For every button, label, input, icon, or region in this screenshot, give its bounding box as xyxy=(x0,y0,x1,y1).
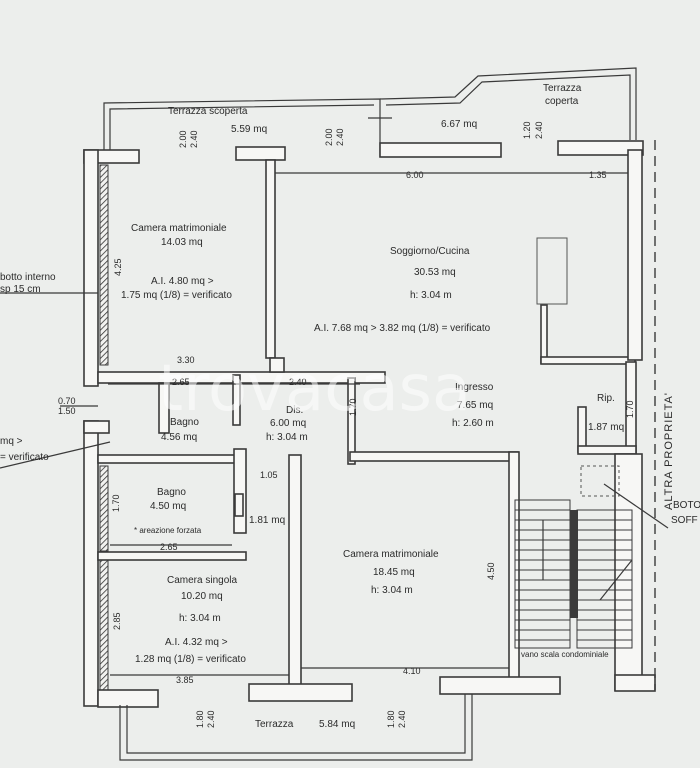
room-area: 5.84 mq xyxy=(319,719,355,730)
dim-070: 0.70 xyxy=(58,396,76,406)
ripostiglio-labels: Rip. 1.87 mq 1.70 xyxy=(588,393,635,433)
svg-text:trovacasa: trovacasa xyxy=(158,352,471,426)
dim-285: 2.85 xyxy=(112,612,122,630)
dim-170-rip: 1.70 xyxy=(625,400,635,418)
dim-410: 4.10 xyxy=(403,666,421,676)
room-name: Dis. xyxy=(286,405,303,416)
camera-matrimoniale-1-labels: Camera matrimoniale 14.03 mq A.I. 4.80 m… xyxy=(113,223,232,301)
room-area: 4.50 mq xyxy=(150,501,186,512)
dim-150: 1.50 xyxy=(58,406,76,416)
camera-singola-labels: Camera singola 10.20 mq h: 3.04 m A.I. 4… xyxy=(110,575,289,685)
note-line-1: botto interno xyxy=(0,272,56,283)
room-name: Ingresso xyxy=(455,382,494,393)
room-ai-check: 1.75 mq (1/8) = verificato xyxy=(121,290,232,301)
note-line-3: mq > xyxy=(0,436,23,447)
walls xyxy=(83,67,656,761)
dim-425: 4.25 xyxy=(113,258,123,276)
dim-200-a: 2.00 xyxy=(178,130,188,148)
dim-170-dis: 1.70 xyxy=(348,398,358,416)
dim-120: 1.20 xyxy=(522,121,532,139)
room-note: * areazione forzata xyxy=(134,526,202,535)
soff-label: SOFF xyxy=(671,515,698,526)
room-area: 6.00 mq xyxy=(270,418,306,429)
left-notes: botto interno sp 15 cm mq > = verificato xyxy=(0,272,56,463)
camera-matrimoniale-2-labels: Camera matrimoniale 18.45 mq h: 3.04 m 4… xyxy=(301,549,509,676)
vano-scala-label: vano scala condominiale xyxy=(521,650,609,659)
closet-labels: 1.81 mq 1.05 xyxy=(249,470,285,526)
dim-180-b: 1.80 xyxy=(386,710,396,728)
room-height: h: 2.60 m xyxy=(452,418,494,429)
room-area: 10.20 mq xyxy=(181,591,223,602)
top-terrace-labels: Terrazza scoperta 5.59 mq 2.00 2.40 2.00… xyxy=(168,83,582,148)
dim-200-b: 2.00 xyxy=(324,128,334,146)
room-area: 4.56 mq xyxy=(161,432,197,443)
terrazza-bottom-labels: Terrazza 5.84 mq 1.80 2.40 1.80 2.40 xyxy=(195,710,407,730)
dim-385: 3.85 xyxy=(176,675,194,685)
dim-450: 4.50 xyxy=(486,562,496,580)
soggiorno-labels: Soggiorno/Cucina 30.53 mq h: 3.04 m A.I.… xyxy=(275,170,628,334)
boto-label: BOTO xyxy=(673,500,700,511)
dim-240: 2.40 xyxy=(289,377,307,387)
room-ai: A.I. 4.80 mq > xyxy=(151,276,214,287)
room-area: 18.45 mq xyxy=(373,567,415,578)
bagno-1-labels: Bagno 4.56 mq xyxy=(161,417,199,443)
dim-240-e: 2.40 xyxy=(397,710,407,728)
dim-240-b: 2.40 xyxy=(335,128,345,146)
dim-135: 1.35 xyxy=(589,170,607,180)
room-name: Soggiorno/Cucina xyxy=(390,246,470,257)
room-ai-check: 1.28 mq (1/8) = verificato xyxy=(135,654,246,665)
right-notes: ALTRA PROPRIETA' BOTO SOFF vano scala co… xyxy=(521,392,700,659)
room-area: 1.87 mq xyxy=(588,422,624,433)
altra-proprieta-label: ALTRA PROPRIETA' xyxy=(663,392,675,510)
room-area: 1.81 mq xyxy=(249,515,285,526)
terrazza-scoperta-label: Terrazza scoperta xyxy=(168,106,248,117)
dim-265-bagno: 2.65 xyxy=(160,542,178,552)
dimension-labels: 3.30 2.65 2.40 0.70 1.50 xyxy=(58,355,307,416)
room-height: h: 3.04 m xyxy=(371,585,413,596)
leader-lines xyxy=(0,292,669,529)
room-name: Bagno xyxy=(157,487,186,498)
note-line-2: sp 15 cm xyxy=(0,284,41,295)
terrazza-coperta-area: 6.67 mq xyxy=(441,119,477,130)
room-name: Terrazza xyxy=(255,719,294,730)
dim-240-c: 2.40 xyxy=(534,121,544,139)
room-ai: A.I. 7.68 mq > 3.82 mq (1/8) = verificat… xyxy=(314,323,491,334)
dim-240-d: 2.40 xyxy=(206,710,216,728)
bagno-2-labels: Bagno 4.50 mq * areazione forzata 1.70 2… xyxy=(110,487,232,552)
terrazza-scoperta-area: 5.59 mq xyxy=(231,124,267,135)
dim-600: 6.00 xyxy=(406,170,424,180)
dim-170-bagno: 1.70 xyxy=(111,494,121,512)
room-name: Camera matrimoniale xyxy=(343,549,439,560)
room-name: Camera matrimoniale xyxy=(131,223,227,234)
terrazza-coperta-label-2: coperta xyxy=(545,96,579,107)
room-name: Camera singola xyxy=(167,575,237,586)
dim-240-a: 2.40 xyxy=(189,130,199,148)
room-ai: A.I. 4.32 mq > xyxy=(165,637,228,648)
room-height: h: 3.04 m xyxy=(179,613,221,624)
room-area: 14.03 mq xyxy=(161,237,203,248)
dim-105: 1.05 xyxy=(260,470,278,480)
dim-180-a: 1.80 xyxy=(195,710,205,728)
room-area: 7.65 mq xyxy=(457,400,493,411)
stairs xyxy=(514,465,633,649)
room-name: Bagno xyxy=(170,417,199,428)
room-height: h: 3.04 m xyxy=(266,432,308,443)
room-name: Rip. xyxy=(597,393,615,404)
disimpegno-labels: Dis. 6.00 mq h: 3.04 m 1.70 xyxy=(266,398,358,443)
room-area: 30.53 mq xyxy=(414,267,456,278)
watermark-logo: trovacasa xyxy=(158,352,471,426)
ingresso-labels: Ingresso 7.65 mq h: 2.60 m xyxy=(452,382,494,429)
dim-265: 2.65 xyxy=(172,377,190,387)
room-height: h: 3.04 m xyxy=(410,290,452,301)
dim-330: 3.30 xyxy=(177,355,195,365)
terrazza-coperta-label-1: Terrazza xyxy=(543,83,582,94)
note-line-4: = verificato xyxy=(0,452,49,463)
